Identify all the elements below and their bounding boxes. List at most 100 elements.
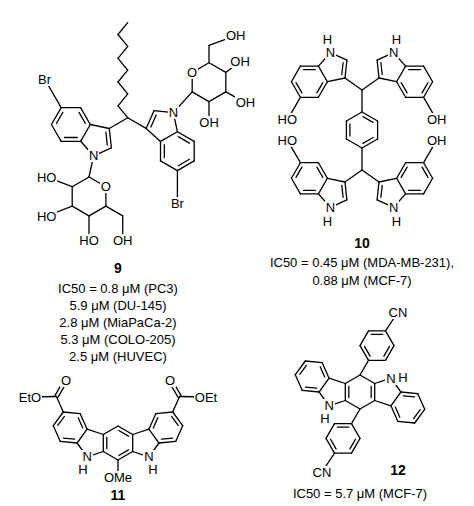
- bond: [346, 139, 362, 148]
- bond: [329, 378, 345, 383]
- bond: [348, 386, 349, 397]
- bond: [161, 132, 178, 142]
- bond: [326, 424, 335, 439]
- bond: [305, 361, 322, 363]
- bond: [397, 82, 406, 98]
- bond: [345, 78, 362, 90]
- bond: [377, 60, 379, 78]
- bond: [109, 129, 111, 148]
- bond: [360, 346, 369, 361]
- bond: [118, 35, 128, 47]
- bond: [352, 409, 361, 424]
- atom-label: O: [164, 374, 176, 387]
- bond: [401, 392, 418, 394]
- atom-label: O: [60, 374, 72, 387]
- atom-label: O: [186, 66, 198, 79]
- bond: [406, 162, 424, 163]
- bond: [406, 97, 424, 98]
- atom-label: HO: [36, 210, 58, 223]
- bond: [424, 82, 433, 98]
- atom-label: CN: [388, 306, 409, 319]
- bond: [360, 360, 369, 375]
- bond: [418, 394, 425, 410]
- bond: [391, 406, 398, 422]
- bond: [386, 331, 395, 346]
- bond: [384, 346, 390, 356]
- bond: [77, 429, 87, 443]
- activity-text: 5.9 μM (DU-145): [69, 299, 168, 312]
- bond: [119, 431, 129, 437]
- atom-label: H: [391, 33, 402, 46]
- bond: [318, 82, 327, 98]
- atom-label: EtO: [18, 391, 42, 404]
- atom-label: H: [319, 412, 330, 425]
- bond: [295, 375, 302, 391]
- bond: [345, 170, 362, 182]
- bond: [335, 452, 352, 453]
- bond: [346, 112, 362, 121]
- bond: [381, 63, 382, 75]
- bond: [363, 117, 373, 123]
- atom-label: N: [168, 106, 179, 119]
- atom-label: HO: [36, 171, 58, 184]
- bond: [176, 426, 183, 442]
- bond: [160, 141, 161, 161]
- bond: [317, 83, 323, 93]
- atom-label: OH: [225, 29, 247, 42]
- bond: [63, 438, 74, 439]
- bond: [118, 70, 128, 82]
- bond: [300, 162, 318, 163]
- bond: [128, 118, 146, 129]
- bond: [300, 365, 307, 374]
- bond: [327, 78, 345, 82]
- bond: [302, 390, 319, 392]
- bond: [159, 441, 176, 443]
- bond: [317, 167, 323, 177]
- atom-label: OH: [229, 55, 251, 68]
- bond: [331, 439, 337, 449]
- bond: [318, 66, 327, 82]
- bond: [109, 118, 127, 129]
- bond: [346, 121, 347, 139]
- bond: [118, 82, 128, 94]
- bond: [81, 108, 91, 125]
- bond: [362, 170, 379, 182]
- bond: [118, 452, 133, 461]
- activity-text: IC50 = 0.45 μM (MDA-MB-231),: [269, 256, 455, 269]
- bond: [406, 65, 424, 66]
- bond: [397, 163, 406, 179]
- activity-text: IC50 = 0.8 μM (PC3): [57, 282, 179, 295]
- bond: [414, 410, 421, 419]
- bond: [319, 378, 329, 392]
- bond: [369, 360, 386, 361]
- bond: [350, 439, 356, 449]
- bond: [78, 418, 83, 428]
- bond: [291, 163, 300, 179]
- bond: [178, 137, 189, 144]
- atom-label: N: [388, 201, 399, 214]
- bond: [345, 375, 360, 384]
- atom-label: N: [81, 450, 92, 463]
- bond: [209, 92, 226, 102]
- bond: [403, 396, 414, 397]
- bond: [118, 94, 128, 106]
- bond: [300, 65, 318, 66]
- bond: [118, 58, 128, 70]
- atom-label: OH: [112, 234, 134, 247]
- bond: [106, 206, 123, 216]
- bond: [53, 426, 60, 442]
- atom-label: H: [147, 463, 158, 476]
- atom-label: H: [322, 215, 333, 228]
- bond: [360, 331, 369, 346]
- bond: [209, 63, 226, 73]
- atom-label: H: [77, 463, 88, 476]
- bond: [398, 421, 415, 423]
- atom-label: Br: [170, 197, 185, 210]
- bond: [409, 190, 421, 191]
- atom-label: N: [385, 372, 396, 385]
- bond: [424, 163, 433, 179]
- bond: [178, 159, 189, 165]
- bond: [379, 178, 397, 182]
